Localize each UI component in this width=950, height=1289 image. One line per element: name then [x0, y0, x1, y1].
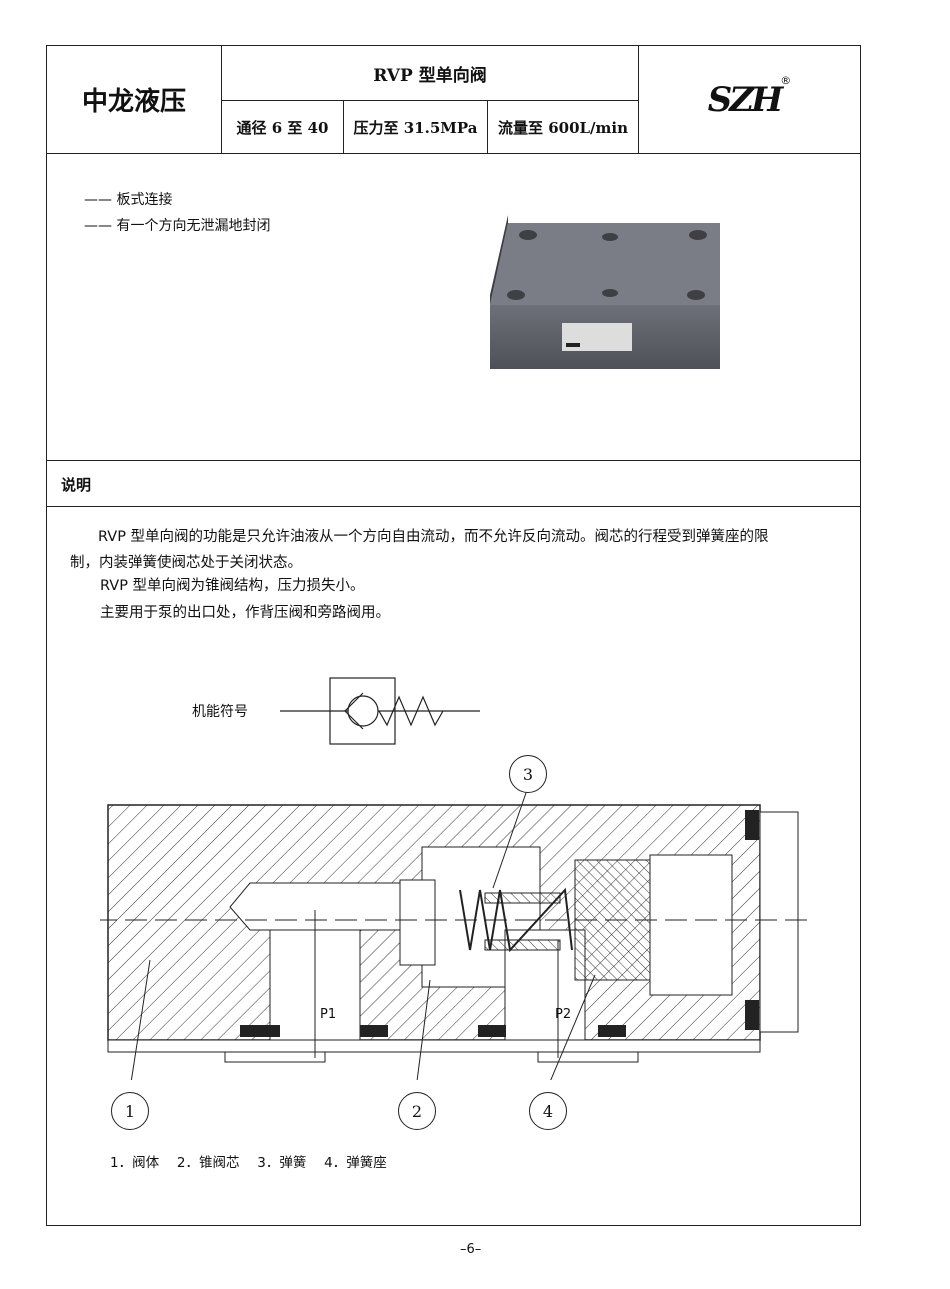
- section-header: 说明: [46, 460, 861, 507]
- cross-section-drawing: [100, 789, 810, 1080]
- check-valve-symbol: [280, 677, 480, 745]
- callout-4: 4: [529, 1092, 567, 1130]
- symbol-label: 机能符号: [192, 704, 248, 720]
- company-name: 中龙液压: [46, 45, 222, 154]
- registered-mark: ®: [780, 74, 792, 87]
- szh-logo: SZH: [707, 79, 783, 120]
- spec-pressure: 压力至 31.5MPa: [343, 100, 488, 154]
- port-label-p1: P1: [320, 1007, 337, 1022]
- spec-flow: 流量至 600L/min: [487, 100, 639, 154]
- description-line: RVP 型单向阀的功能是只允许油液从一个方向自由流动，而不允许反向流动。阀芯的行…: [98, 529, 769, 545]
- product-title: RVP 型单向阀: [221, 45, 639, 101]
- description-line: RVP 型单向阀为锥阀结构，压力损失小。: [100, 578, 365, 594]
- logo-cell: SZH ®: [638, 45, 861, 154]
- section-title: 说明: [61, 476, 92, 494]
- port-label-p2: P2: [555, 1007, 572, 1022]
- description-line: 制，内装弹簧使阀芯处于关闭状态。: [70, 555, 302, 571]
- page-number: –6–: [460, 1242, 482, 1257]
- spec-size: 通径 6 至 40: [221, 100, 344, 154]
- parts-legend: 1．阀体 2．锥阀芯 3．弹簧 4．弹簧座: [110, 1155, 387, 1171]
- feature-item: —— 板式连接: [84, 192, 173, 208]
- description-line: 主要用于泵的出口处，作背压阀和旁路阀用。: [100, 605, 390, 621]
- product-photo: [490, 215, 720, 369]
- callout-3: 3: [509, 755, 547, 793]
- feature-item: —— 有一个方向无泄漏地封闭: [84, 218, 271, 234]
- callout-2: 2: [398, 1092, 436, 1130]
- callout-1: 1: [111, 1092, 149, 1130]
